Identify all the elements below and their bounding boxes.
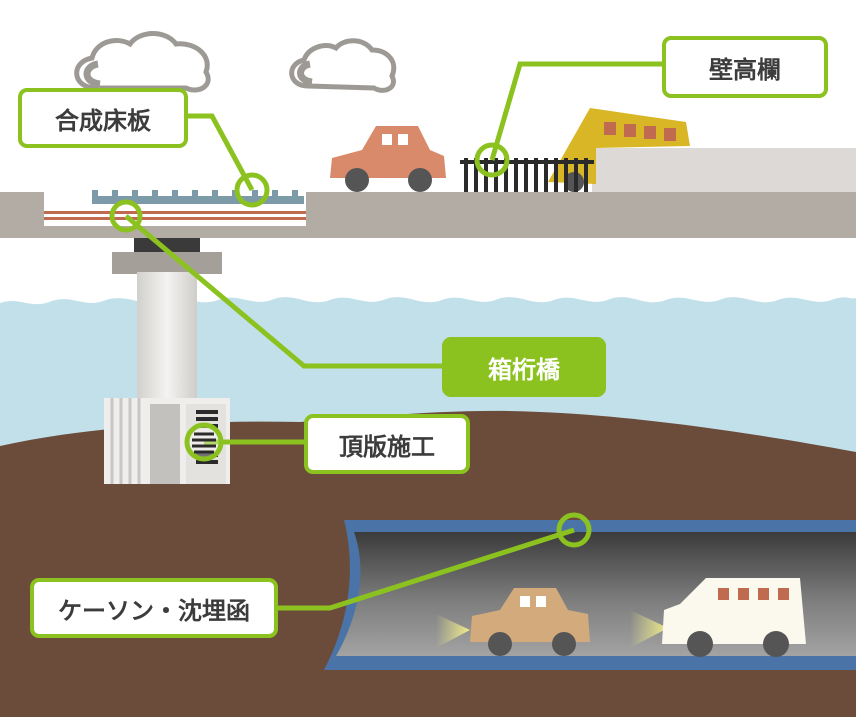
label-top-slab: 頂版施工 — [304, 414, 470, 474]
label-box-girder: 箱桁橋 — [442, 337, 606, 397]
cloud-right-icon — [289, 38, 397, 93]
marker-box-girder — [109, 199, 143, 233]
raised-wall — [592, 148, 856, 192]
label-wall-railing: 壁高欄 — [662, 36, 828, 98]
leader-composite-deck — [186, 113, 255, 192]
tunnel-bus-icon — [662, 578, 806, 657]
label-caisson-culvert: ケーソン・沈埋函 — [30, 578, 278, 638]
marker-top-slab — [184, 422, 224, 462]
label-composite-deck-text: 合成床板 — [55, 106, 151, 135]
label-composite-deck: 合成床板 — [18, 88, 188, 148]
label-caisson-culvert-text: ケーソン・沈埋函 — [58, 596, 250, 625]
marker-caisson-culvert — [556, 512, 592, 548]
label-wall-railing-text: 壁高欄 — [709, 55, 781, 84]
marker-wall-railing — [474, 142, 510, 178]
leader-caisson-culvert — [274, 527, 575, 611]
car-icon — [330, 126, 446, 192]
tunnel-car-icon — [470, 588, 590, 656]
cloud-left-icon — [74, 31, 211, 93]
callout-markers — [109, 142, 592, 548]
leader-wall-railing — [489, 61, 663, 161]
leader-box-girder — [124, 214, 444, 369]
label-box-girder-text: 箱桁橋 — [488, 355, 560, 384]
marker-composite-deck — [234, 172, 270, 208]
pier-head — [112, 252, 222, 274]
pier-column — [137, 272, 197, 412]
label-top-slab-text: 頂版施工 — [339, 432, 435, 461]
